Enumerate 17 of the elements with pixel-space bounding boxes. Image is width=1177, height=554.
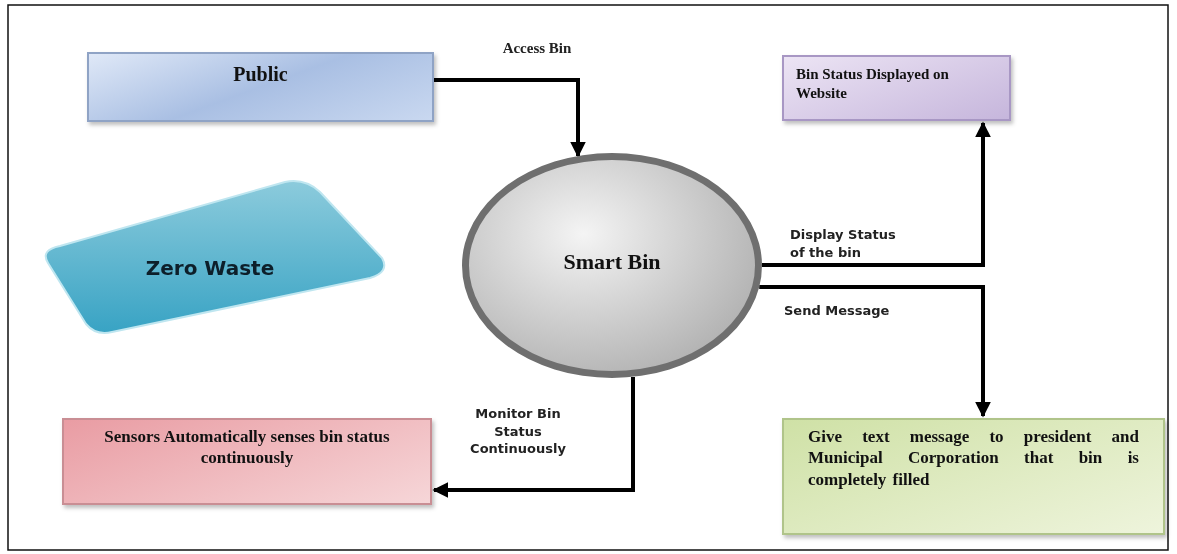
edge-label: Monitor Bin Status Continuously [469,405,567,458]
node-text: Bin Status Displayed on Website [795,65,950,103]
edge-label: Access Bin [501,39,573,58]
arrow [432,376,635,498]
arrow [759,285,991,418]
node-text: Zero Waste [145,255,275,281]
process-box [782,55,1011,121]
process-box [782,418,1165,535]
node-text: Smart Bin [563,248,661,276]
node-text: Public [232,62,289,87]
process-box [87,52,434,122]
node-text: Sensors Automatically senses bin status continuously [103,426,391,469]
edge-label: Send Message [784,302,891,320]
node-text: Give text message to president and Municipal Corporation that bin is completely filled [807,426,1140,490]
arrow [762,121,991,267]
edge-label: Display Status of the bin [790,226,897,262]
process-box [62,418,432,505]
